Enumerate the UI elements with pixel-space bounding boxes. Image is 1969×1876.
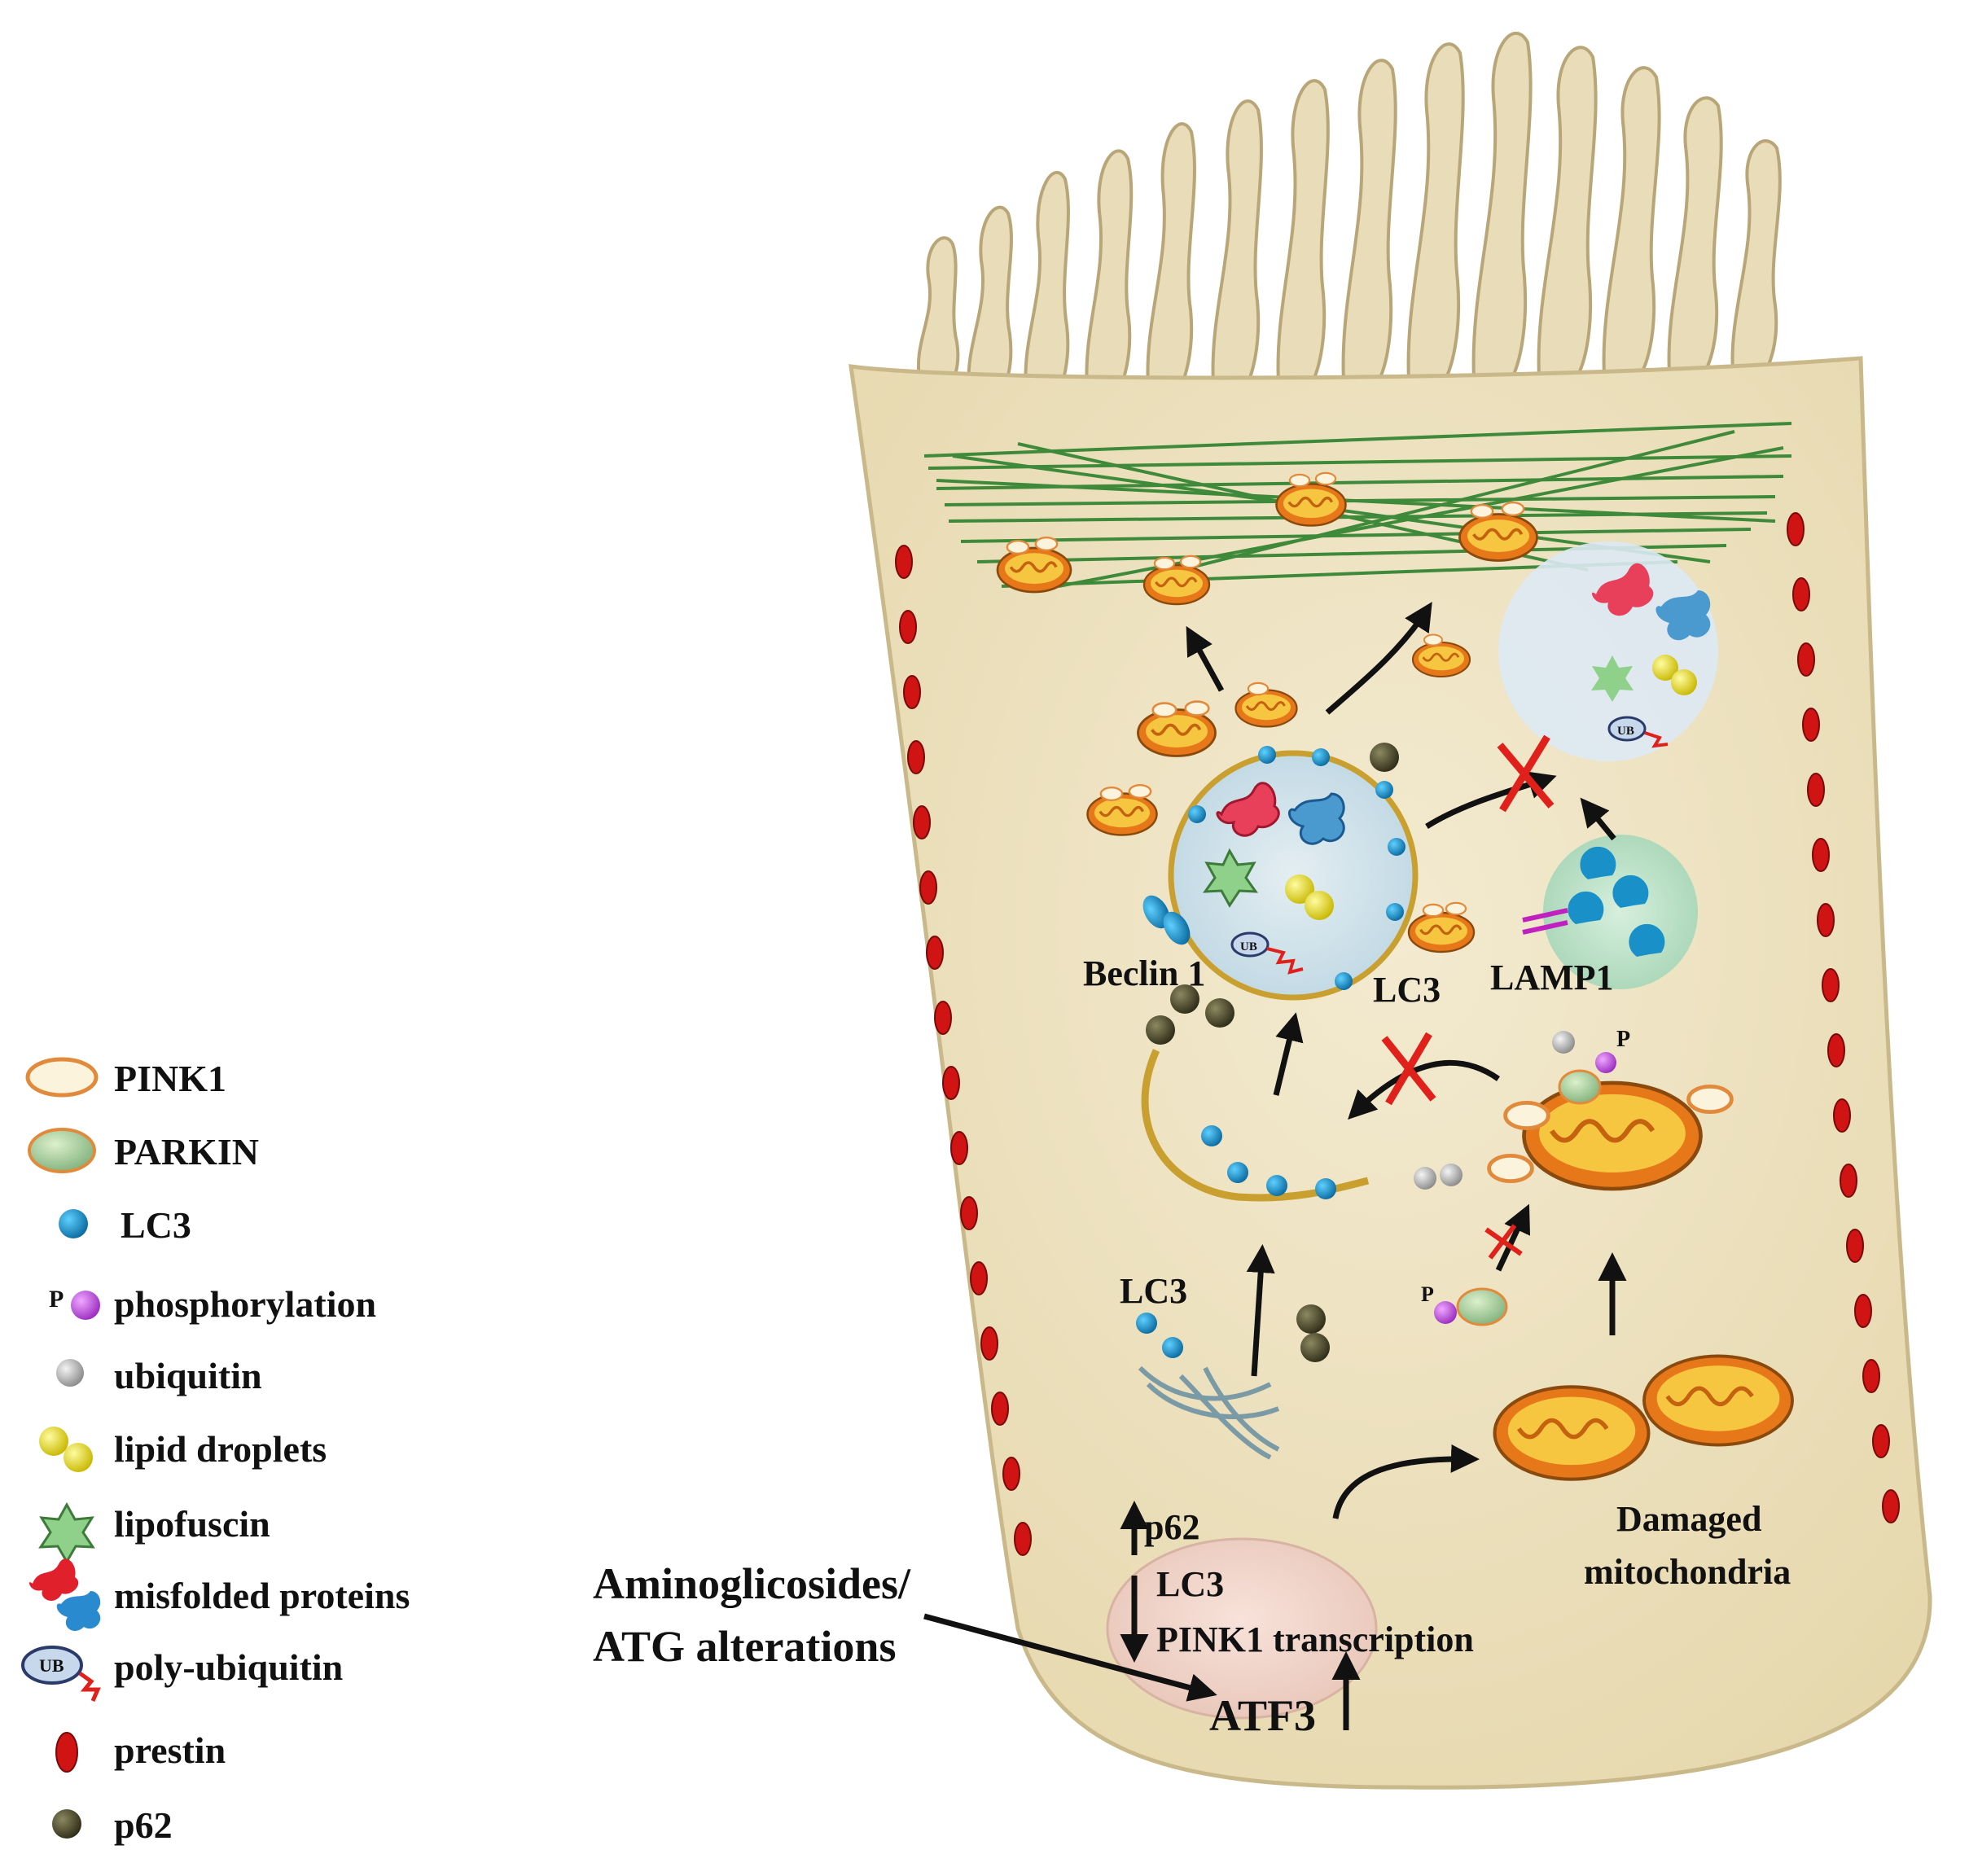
legend-label: p62 bbox=[114, 1804, 173, 1846]
p62-upregulation-label: p62 bbox=[1144, 1507, 1199, 1547]
legend: PINK1 PARKIN LC3 P phosphorylation ubiqu… bbox=[21, 1057, 410, 1846]
lc3-on-membrane bbox=[1188, 746, 1405, 990]
lc3-golgi bbox=[1136, 1313, 1157, 1334]
damaged-mitochondria-lower bbox=[1493, 1354, 1794, 1481]
lipofuscin-icon bbox=[38, 1501, 95, 1564]
trigger-label-line1: Aminoglicosides/ bbox=[593, 1559, 911, 1608]
misfolded-proteins-icon bbox=[29, 1558, 101, 1631]
p62-icon bbox=[52, 1809, 81, 1839]
lysosome bbox=[1522, 835, 1698, 989]
phospho-label-top: P bbox=[1616, 1027, 1630, 1052]
golgi-membrane bbox=[1138, 1365, 1280, 1460]
poly-ubiquitin-glyph: UB bbox=[39, 1655, 64, 1676]
lipofuscin-star bbox=[1202, 848, 1259, 908]
legend-item: UB poly-ubiquitin bbox=[21, 1646, 343, 1702]
inhibition-marks bbox=[1381, 734, 1555, 1260]
lc3-golgi bbox=[1162, 1337, 1183, 1358]
ub-text: UB bbox=[1240, 940, 1257, 953]
legend-item: PARKIN bbox=[28, 1128, 259, 1173]
legend-item: P phosphorylation bbox=[49, 1283, 376, 1325]
legend-item: prestin bbox=[55, 1729, 226, 1773]
damaged-mitochondria-label-1: Damaged bbox=[1616, 1499, 1761, 1539]
legend-item: p62 bbox=[52, 1804, 173, 1846]
legend-label: prestin bbox=[114, 1729, 226, 1771]
legend-item: lipid droplets bbox=[39, 1427, 327, 1472]
nucleus bbox=[1106, 1537, 1378, 1720]
atf3-label: ATF3 bbox=[1209, 1691, 1316, 1740]
prestin-icon bbox=[55, 1732, 78, 1773]
legend-label: PARKIN bbox=[114, 1131, 259, 1172]
trigger-label-line2: ATG alterations bbox=[593, 1622, 896, 1671]
lipid-droplet bbox=[1285, 874, 1314, 904]
lc3-transcription-label: LC3 bbox=[1156, 1564, 1224, 1604]
pathway-arrows bbox=[923, 602, 1627, 1730]
beclin1-label: Beclin 1 bbox=[1083, 953, 1205, 993]
phospho-label-bottom: P bbox=[1421, 1282, 1434, 1306]
lc3-autophagosome-label: LC3 bbox=[1373, 970, 1441, 1010]
lc3-icon bbox=[59, 1209, 88, 1238]
poly-ubiquitin-tag bbox=[1230, 931, 1270, 958]
ubiquitin-icon bbox=[56, 1359, 84, 1387]
phosphorylation-glyph: P bbox=[49, 1286, 64, 1313]
misfolded-proteins-cluster bbox=[1216, 782, 1345, 845]
legend-label: phosphorylation bbox=[114, 1283, 376, 1325]
lipid-droplets-icon bbox=[39, 1427, 93, 1472]
damaged-mitochondria-label-2: mitochondria bbox=[1584, 1552, 1791, 1592]
poly-ubiquitin-icon bbox=[21, 1646, 83, 1685]
legend-label: lipofuscin bbox=[114, 1503, 270, 1545]
phosphorylation-icon bbox=[71, 1291, 100, 1320]
autolysosome-blocked: UB bbox=[1498, 541, 1718, 761]
lipid-droplet bbox=[1305, 891, 1334, 920]
pink1-transcription-label: PINK1 transcription bbox=[1156, 1620, 1474, 1659]
prestin-column-right bbox=[1787, 512, 1900, 1523]
legend-label: PINK1 bbox=[114, 1058, 226, 1099]
legend-label: misfolded proteins bbox=[114, 1575, 410, 1616]
autophagosome: UB bbox=[1142, 746, 1419, 1001]
beclin1-protein bbox=[1163, 911, 1191, 945]
stereocilia-bundle bbox=[916, 31, 1782, 397]
damaged-mitochondria: P bbox=[1414, 1027, 1731, 1191]
phagophore bbox=[1141, 1049, 1370, 1202]
parkin-phosphorylated: P bbox=[1421, 1282, 1508, 1326]
legend-label: poly-ubiquitin bbox=[114, 1646, 343, 1688]
prestin-column-left bbox=[895, 545, 1032, 1556]
legend-item: PINK1 bbox=[25, 1057, 226, 1099]
legend-item: lipofuscin bbox=[38, 1501, 270, 1564]
pink1-icon bbox=[25, 1057, 99, 1098]
p62-cluster bbox=[1146, 743, 1399, 1362]
legend-item: ubiquitin bbox=[56, 1355, 262, 1396]
legend-label: LC3 bbox=[121, 1204, 191, 1246]
legend-item: LC3 bbox=[59, 1204, 191, 1246]
ub-text-lysosome: UB bbox=[1617, 725, 1634, 738]
lc3-golgi-label: LC3 bbox=[1120, 1271, 1187, 1311]
legend-label: ubiquitin bbox=[114, 1355, 262, 1396]
beclin1-protein bbox=[1142, 895, 1170, 929]
legend-item: misfolded proteins bbox=[29, 1558, 410, 1631]
legend-label: lipid droplets bbox=[114, 1428, 327, 1470]
parkin-icon bbox=[28, 1128, 96, 1173]
lamp1-label: LAMP1 bbox=[1490, 958, 1614, 997]
